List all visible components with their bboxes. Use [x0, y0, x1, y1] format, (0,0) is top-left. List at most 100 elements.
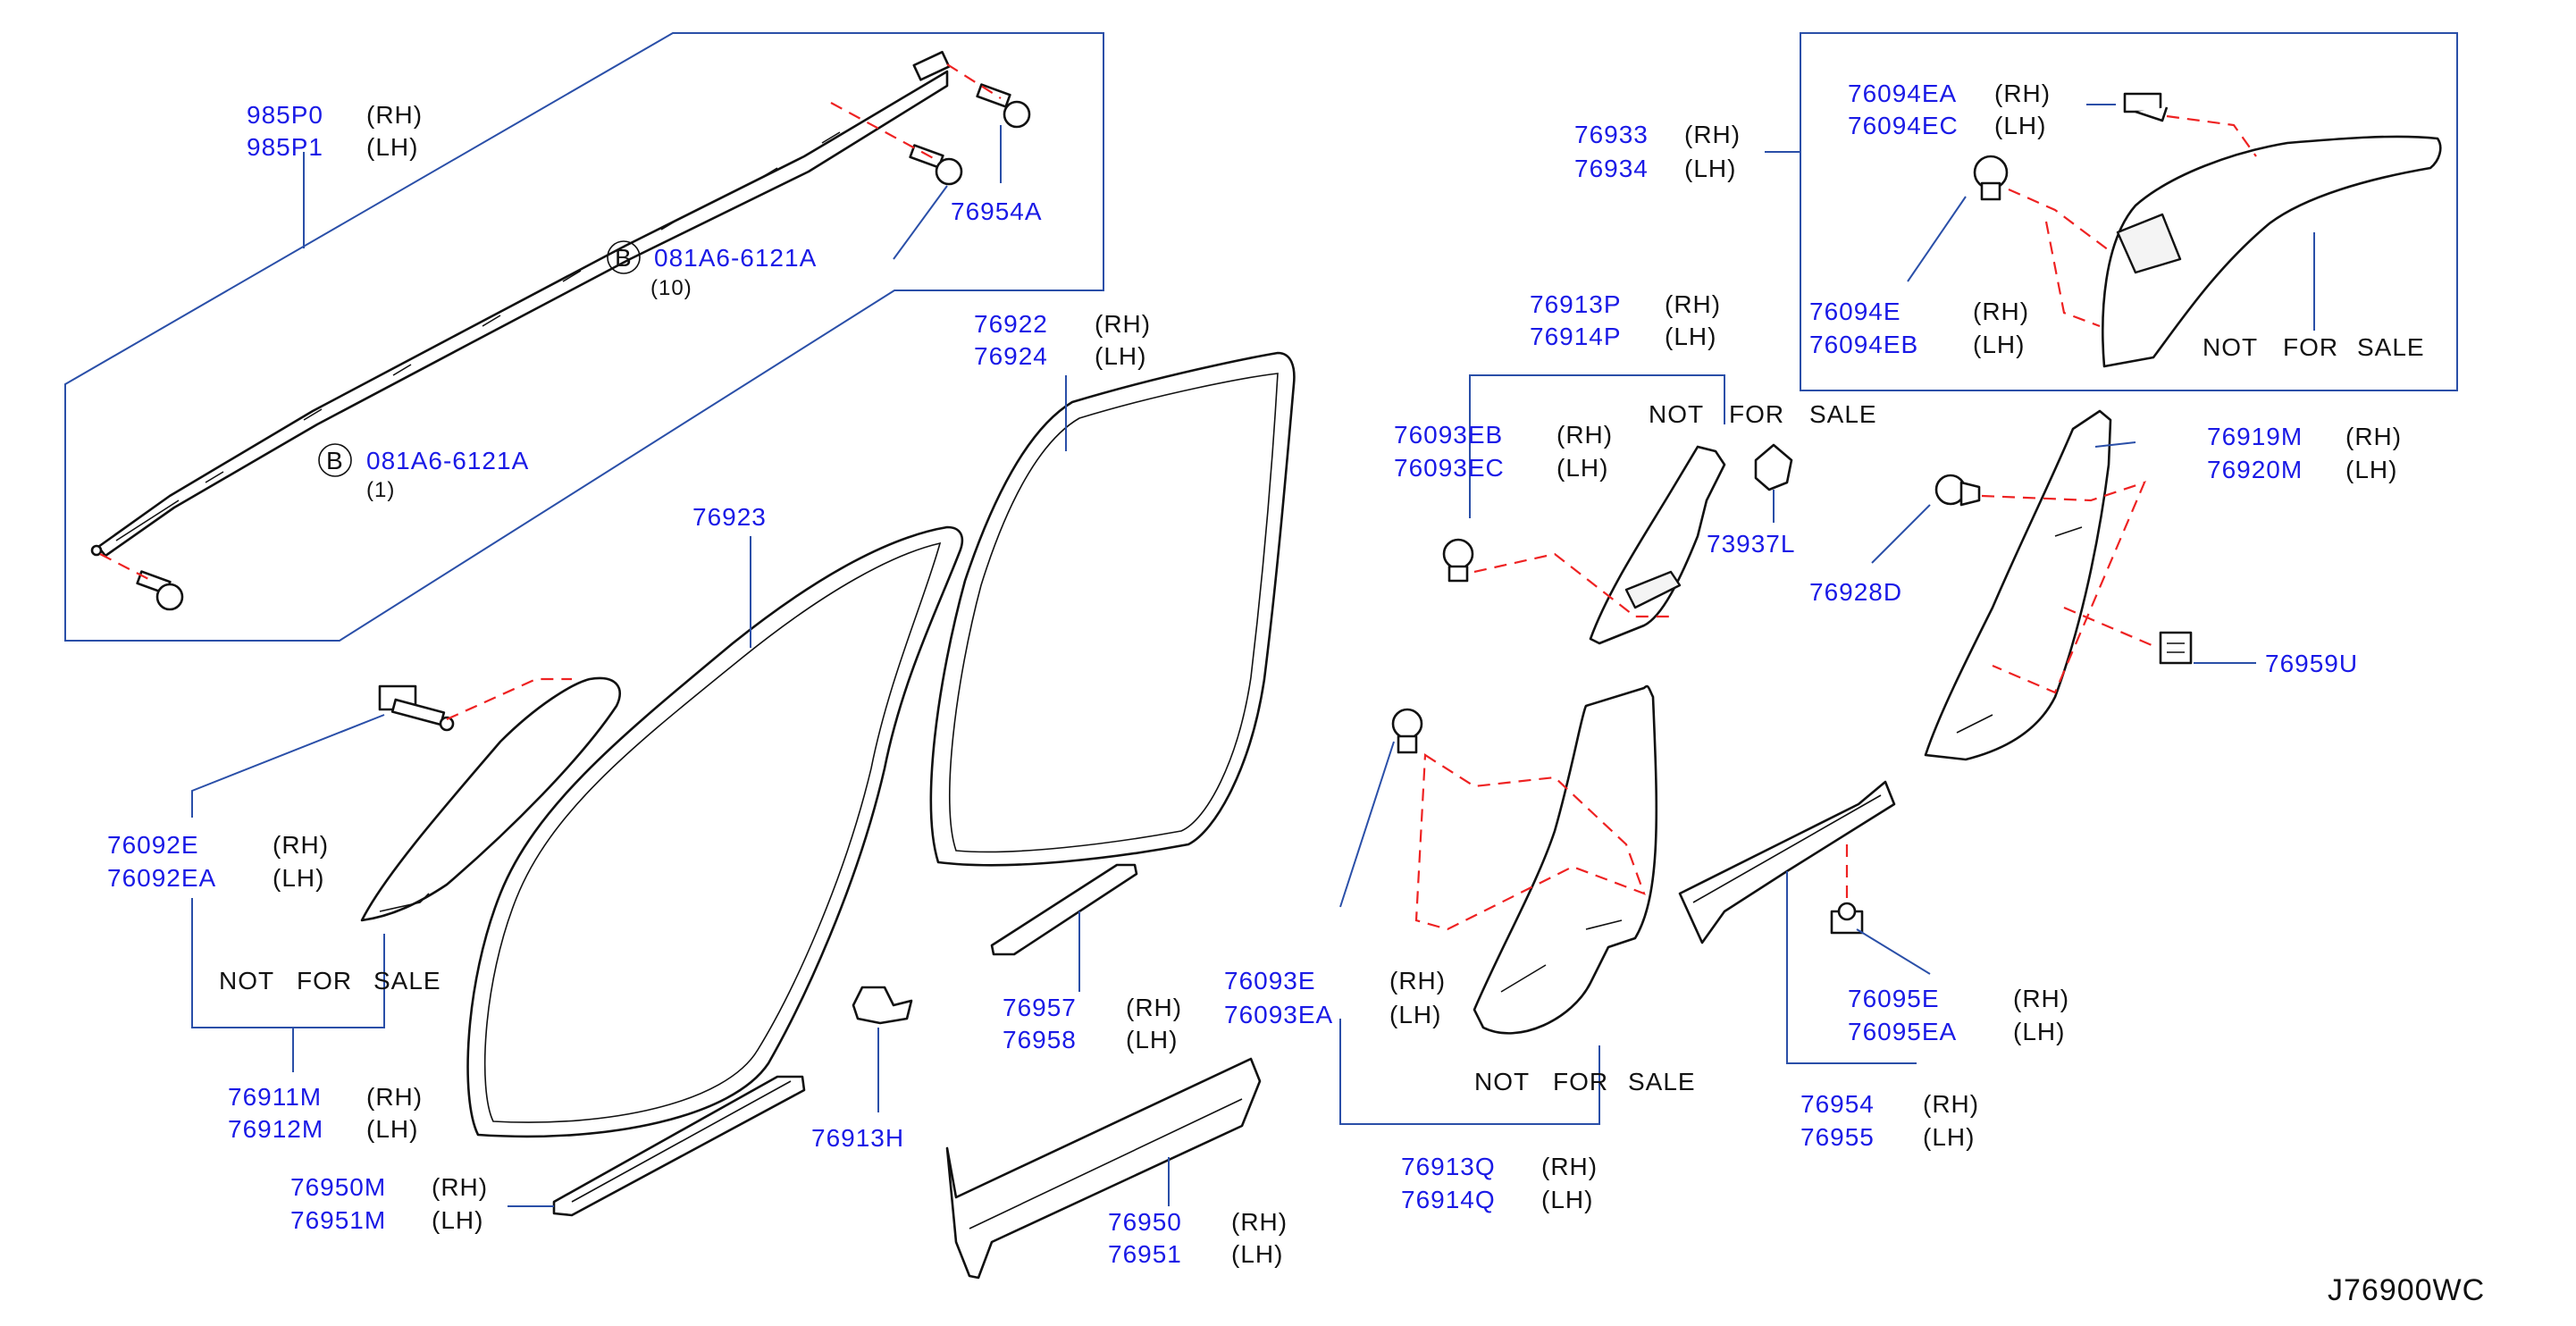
clip-lh: 76093EC — [1394, 454, 1505, 482]
svg-text:FOR: FOR — [297, 967, 352, 994]
center-pillar-upper-rh: 76913P — [1530, 290, 1622, 318]
bolt-part-number: 76954A — [951, 197, 1043, 225]
airbag-part-rh: 985P0 — [247, 101, 323, 129]
kick-plate-center-lh: 76958 — [1003, 1026, 1077, 1053]
center-kicking-plate-drawing — [990, 863, 1138, 956]
side-label-rh: (RH) — [1389, 967, 1446, 994]
not-for-sale-note: NOT FOR SALE — [2203, 333, 2424, 361]
clip-icon — [1830, 902, 1864, 935]
not-for-sale-note: NOT FOR SALE — [1474, 1068, 1695, 1095]
svg-text:NOT: NOT — [1474, 1068, 1530, 1095]
callout-quantity: (10) — [650, 276, 692, 300]
clip-lh: 76094EC — [1848, 112, 1959, 139]
side-label-lh: (LH) — [2345, 456, 2397, 483]
side-label-lh: (LH) — [366, 1115, 418, 1143]
front-pillar-garnish-drawing — [360, 676, 622, 922]
airbag-group-frame — [64, 32, 1104, 642]
clip-lh: 76092EA — [107, 864, 216, 892]
clip-icon — [1391, 708, 1423, 754]
callout-part-number: 081A6-6121A — [366, 447, 529, 474]
side-label-rh: (RH) — [1973, 298, 2029, 325]
center-pillar-upper-drawing — [1589, 445, 1726, 645]
center-pillar-lower-drawing — [1473, 684, 1658, 1035]
side-label-lh: (LH) — [1095, 342, 1146, 370]
weatherstrip-rear-lh: 76924 — [974, 342, 1048, 370]
svg-text:NOT: NOT — [219, 967, 274, 994]
rear-pillar-upper-lh: 76934 — [1574, 155, 1649, 182]
center-pillar-clip-lh: 76093EA — [1224, 1001, 1333, 1028]
clip-rh: 76092E — [107, 831, 199, 859]
clip-rh: 76093EB — [1394, 421, 1503, 449]
clip-icon — [1442, 538, 1474, 583]
kick-plate-rear-rh: 76950 — [1108, 1208, 1182, 1236]
side-label-lh: (LH) — [1684, 155, 1736, 182]
side-label-lh: (LH) — [1389, 1001, 1441, 1028]
rear-weatherstrip-drawing — [929, 351, 1296, 867]
side-label-rh: (RH) — [432, 1173, 488, 1201]
clip-icon — [2159, 631, 2193, 665]
rear-kick-plate-lh: 76955 — [1800, 1123, 1875, 1151]
side-label-rh: (RH) — [1994, 80, 2051, 107]
side-label-rh: (RH) — [273, 831, 329, 859]
svg-text:NOT: NOT — [2203, 333, 2258, 361]
center-pillar-lower-rh: 76913Q — [1401, 1153, 1496, 1180]
bolt-callout-1: B 081A6-6121A (1) — [318, 443, 529, 502]
callout-part-number: 081A6-6121A — [654, 244, 817, 272]
svg-text:FOR: FOR — [1553, 1068, 1608, 1095]
rear-kick-plate-drawing — [1678, 780, 1896, 944]
svg-text:NOT: NOT — [1649, 400, 1704, 428]
svg-text:FOR: FOR — [2283, 333, 2338, 361]
side-label-lh: (LH) — [432, 1206, 483, 1234]
svg-text:SALE: SALE — [1809, 400, 1877, 428]
side-label-rh: (RH) — [1923, 1090, 1979, 1118]
side-label-rh: (RH) — [1541, 1153, 1598, 1180]
side-label-rh: (RH) — [2013, 985, 2069, 1012]
rear-kicking-plate-drawing — [945, 1057, 1262, 1280]
weatherstrip-rear-rh: 76922 — [974, 310, 1048, 338]
svg-text:SALE: SALE — [373, 967, 441, 994]
center-pillar-lower-lh: 76914Q — [1401, 1186, 1496, 1213]
clip-icon — [1934, 474, 1981, 507]
diagram-code: J76900WC — [2328, 1273, 2485, 1307]
side-label-lh: (LH) — [1126, 1026, 1178, 1053]
side-label-rh: (RH) — [1095, 310, 1151, 338]
kick-plate-front-lh: 76951M — [290, 1206, 386, 1234]
kick-plate-front-rh: 76950M — [290, 1173, 386, 1201]
weatherstrip-part-number: 76923 — [692, 503, 767, 531]
kick-plate-center-rh: 76957 — [1003, 994, 1077, 1021]
bolt-icon — [976, 83, 1031, 129]
front-pillar-lh: 76912M — [228, 1115, 323, 1143]
callout-letter: B — [326, 447, 344, 474]
front-kicking-plate-drawing — [552, 1075, 806, 1217]
clip-part-number: 76928D — [1809, 578, 1902, 606]
clip-icon — [2123, 92, 2169, 122]
side-label-rh: (RH) — [1665, 290, 1721, 318]
side-label-lh: (LH) — [1665, 323, 1716, 350]
clip-icon — [1754, 443, 1793, 491]
side-label-rh: (RH) — [366, 1083, 423, 1111]
rear-pillar-upper-rh: 76933 — [1574, 121, 1649, 148]
side-label-rh: (RH) — [1126, 994, 1182, 1021]
rear-pillar-upper-drawing — [2102, 135, 2442, 368]
side-label-rh: (RH) — [2345, 423, 2402, 450]
side-label-rh: (RH) — [366, 101, 423, 129]
clip-lh: 76094EB — [1809, 331, 1918, 358]
rear-pillar-lower-lh: 76920M — [2207, 456, 2303, 483]
not-for-sale-note: NOT FOR SALE — [1649, 400, 1877, 428]
side-label-lh: (LH) — [1923, 1123, 1975, 1151]
side-label-lh: (LH) — [1557, 454, 1608, 482]
rear-pillar-group-frame — [1800, 32, 2458, 391]
side-label-lh: (LH) — [366, 133, 418, 161]
side-label-lh: (LH) — [1994, 112, 2046, 139]
svg-text:FOR: FOR — [1729, 400, 1784, 428]
curtain-airbag-drawing — [90, 50, 951, 558]
not-for-sale-note: NOT FOR SALE — [219, 967, 441, 994]
side-label-lh: (LH) — [1541, 1186, 1593, 1213]
clip-rh: 76094E — [1809, 298, 1901, 325]
clip-lh: 76095EA — [1848, 1018, 1957, 1045]
clip-part-number: 73937L — [1707, 530, 1795, 558]
side-label-lh: (LH) — [1231, 1240, 1283, 1268]
clip-rh: 76095E — [1848, 985, 1940, 1012]
clip-icon — [378, 684, 455, 732]
clip-icon — [1973, 155, 2009, 201]
